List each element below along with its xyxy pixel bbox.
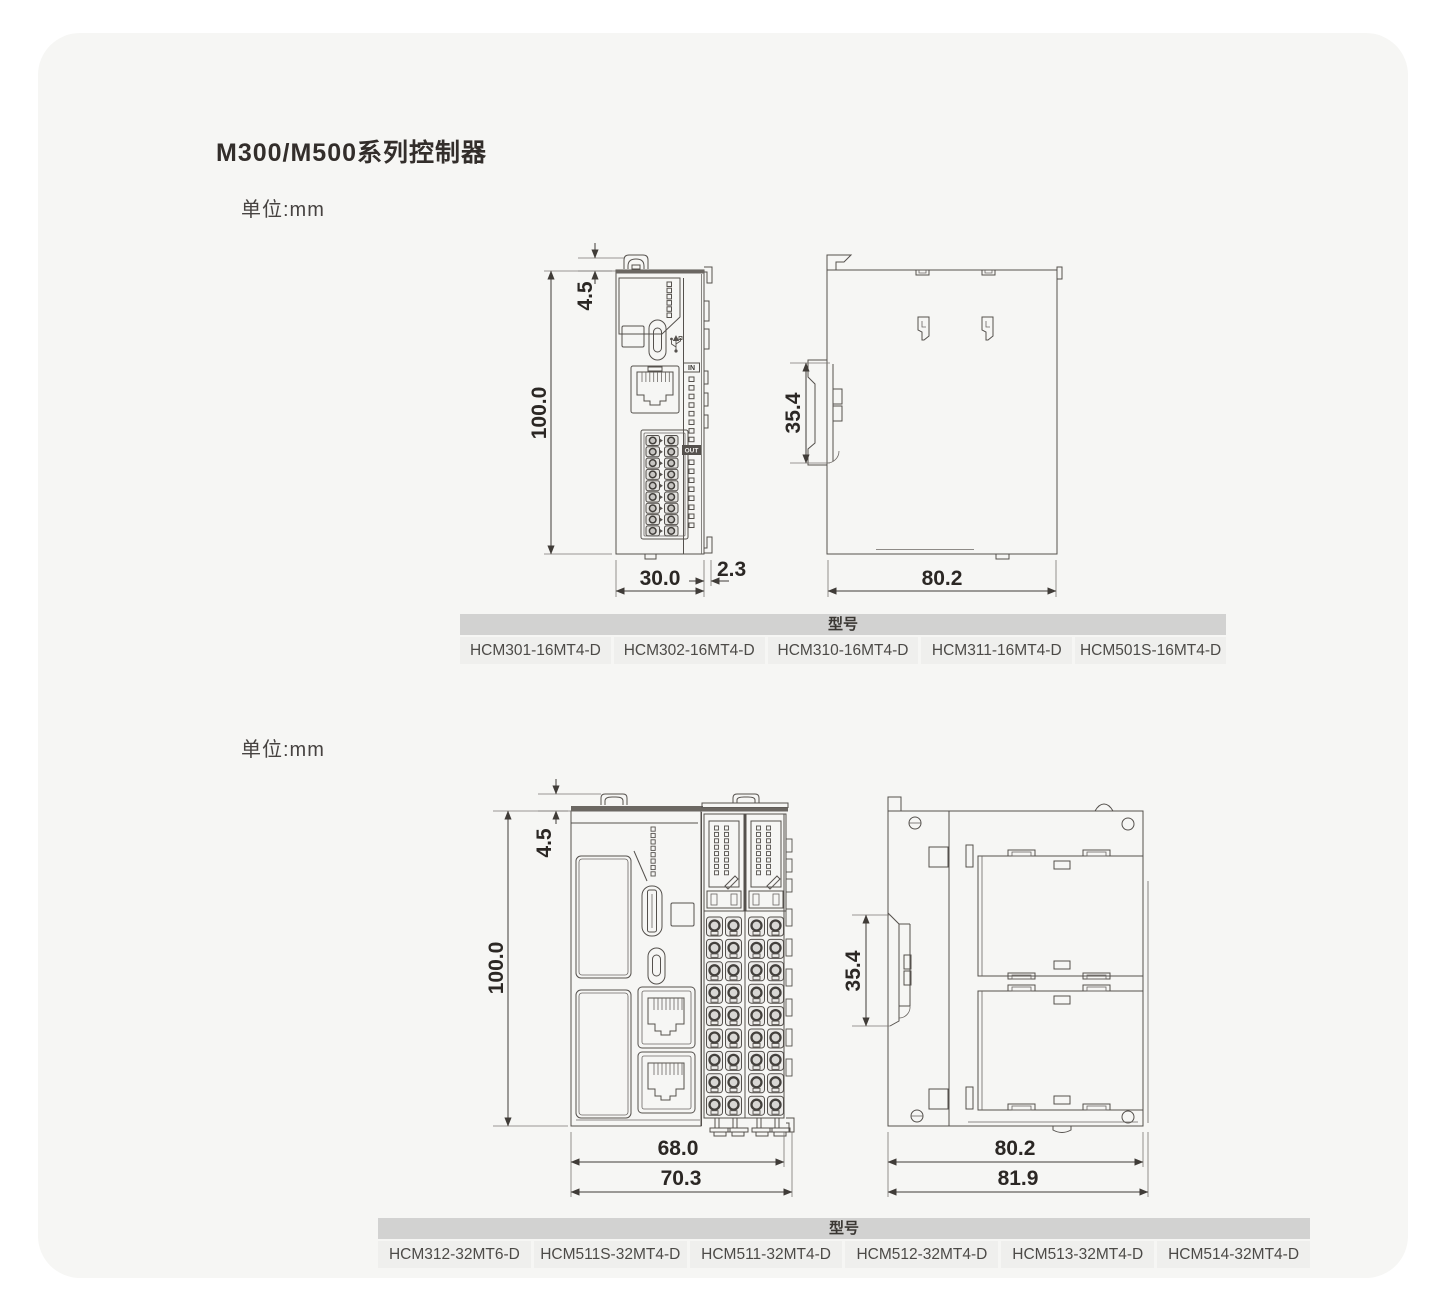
ethernet-port [630,365,680,414]
dim-rail: 35.4 [782,392,805,433]
dim-depth-total: 81.9 [998,1167,1039,1190]
dim-flange: 2.3 [717,558,746,581]
dimensions: 35.4 80.2 [782,362,1057,597]
bottom-latches [709,1117,795,1137]
io-connector-module-2 [745,813,787,912]
usb-c-port [648,319,667,361]
model-cell: HCM514-32MT4-D [1157,1241,1310,1268]
m500-side-view-drawing: 35.4 80.2 81.9 [842,796,1149,1197]
model-cell: HCM302-16MT4-D [613,637,765,664]
io-connector-module-1 [703,813,745,912]
model-cell: HCM301-16MT4-D [460,637,611,664]
dim-clip-height-2: 4.5 [533,828,556,858]
side-tabs [785,838,793,1077]
controller2-side-outline [887,796,1149,1133]
model-cell: HCM511-32MT4-D [689,1241,843,1268]
dim-depth-body: 80.2 [995,1137,1036,1160]
function-button-2 [670,902,695,927]
io-indicator-strip: IN OUT [682,362,701,528]
io-module-section [701,812,795,1137]
dim-width: 30.0 [640,567,681,590]
usb-icon [670,335,683,353]
dim-height-2: 100.0 [485,942,508,995]
dimensions: 4.5 100.0 68.0 70.3 [485,779,793,1197]
usb-c-port-2 [647,947,666,985]
in-label: IN [688,365,695,372]
dim-width-body: 68.0 [658,1137,699,1160]
ethernet-port-2 [637,1051,696,1114]
out-label: OUT [685,448,699,455]
dim-depth: 80.2 [922,567,963,590]
sd-card-slot [641,885,663,937]
page-title: M300/M500系列控制器 [216,139,488,167]
table-2-row: HCM312-32MT6-D HCM511S-32MT4-D HCM511-32… [378,1241,1310,1268]
controller-side-outline [826,254,1063,560]
content-card: M300/M500系列控制器 单位:mm 单位:mm [38,33,1408,1278]
din-rail-clip [807,359,843,466]
controller-outline [615,254,713,560]
m300-side-view-drawing: 35.4 80.2 [782,254,1063,597]
unit-label-2: 单位:mm [241,739,325,761]
table-1-row: HCM301-16MT4-D HCM302-16MT4-D HCM310-16M… [460,637,1226,664]
expansion-cover-1 [977,849,1144,980]
dimensions: 35.4 80.2 81.9 [842,914,1149,1197]
dimensions: 4.5 100.0 30.0 2.3 [528,243,746,597]
front-cover-lower [575,989,632,1119]
model-cell: HCM311-16MT4-D [921,637,1073,664]
model-table-1: 型号 HCM301-16MT4-D HCM302-16MT4-D HCM310-… [460,614,1226,664]
model-cell: HCM310-16MT4-D [767,637,919,664]
terminal-block [640,429,689,540]
m500-front-view-drawing: 4.5 100.0 68.0 70.3 [485,779,795,1197]
function-button [621,325,645,348]
dim-height: 100.0 [528,387,551,440]
m300-front-view-drawing: IN OUT 4.5 [528,243,746,597]
ethernet-port-1 [637,986,696,1049]
model-cell: HCM512-32MT4-D [845,1241,999,1268]
status-leds-2 [650,826,656,877]
status-leds [666,281,672,318]
table-2-header: 型号 [378,1218,1310,1239]
unit-label-1: 单位:mm [241,199,325,221]
dim-clip-height: 4.5 [574,281,597,311]
model-cell: HCM513-32MT4-D [1001,1241,1155,1268]
expansion-cover-2 [977,984,1144,1111]
din-rail-clip-2 [887,912,912,1027]
model-cell: HCM501S-16MT4-D [1075,637,1226,664]
dim-width-total: 70.3 [661,1167,702,1190]
model-cell: HCM511S-32MT4-D [533,1241,687,1268]
model-cell: HCM312-32MT6-D [378,1241,531,1268]
front-cover-upper [575,855,632,979]
table-1-header: 型号 [460,614,1226,635]
model-table-2: 型号 HCM312-32MT6-D HCM511S-32MT4-D HCM511… [378,1218,1310,1268]
dim-rail-2: 35.4 [842,950,865,991]
